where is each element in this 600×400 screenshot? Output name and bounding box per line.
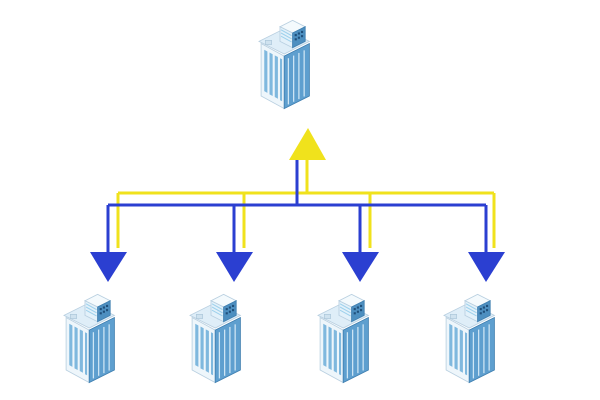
- branch-building-3-icon: [317, 293, 370, 384]
- branch-building-2-icon: [189, 293, 242, 384]
- downstream-lines: [106, 160, 488, 252]
- downstream-arrowhead-3: [342, 252, 379, 282]
- downstream-arrowhead-2: [216, 252, 253, 282]
- upstream-arrowhead: [289, 128, 326, 160]
- branch-building-4-icon: [443, 293, 496, 384]
- hub-building-icon: [258, 19, 311, 110]
- upstream-lines: [116, 160, 496, 248]
- downstream-arrowhead-4: [468, 252, 505, 282]
- branch-building-1-icon: [63, 293, 116, 384]
- downstream-arrowhead-1: [90, 252, 127, 282]
